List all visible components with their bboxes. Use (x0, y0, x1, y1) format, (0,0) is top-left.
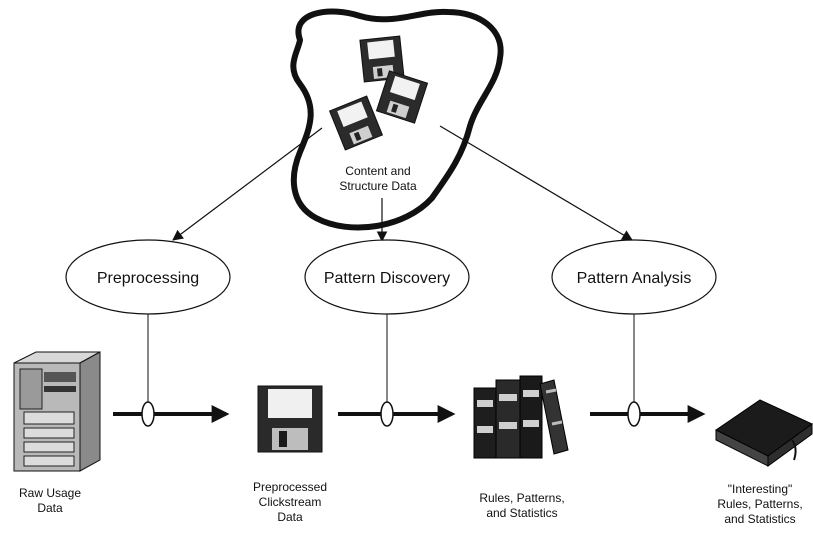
junction-3 (627, 401, 641, 427)
content-structure-cloud: Content and Structure Data (290, 8, 504, 231)
closed-book-icon (715, 399, 813, 467)
svg-text:Data: Data (37, 501, 63, 515)
svg-text:Raw Usage: Raw Usage (19, 486, 81, 500)
floppy-disk-icon (257, 385, 323, 453)
cloud-label-line2: Structure Data (339, 179, 417, 193)
svg-text:"Interesting": "Interesting" (728, 482, 793, 496)
caption-interesting-rules: "Interesting" Rules, Patterns, and Stati… (717, 482, 802, 526)
svg-text:and Statistics: and Statistics (486, 506, 557, 520)
svg-text:Rules, Patterns,: Rules, Patterns, (717, 497, 802, 511)
arrow-cloud-to-pattern-analysis (439, 125, 633, 241)
process-preprocessing: Preprocessing (65, 239, 231, 315)
process-pattern-discovery: Pattern Discovery (304, 239, 470, 315)
floppy-disks-icon (329, 35, 429, 151)
svg-text:and Statistics: and Statistics (724, 512, 795, 526)
svg-text:Preprocessed: Preprocessed (253, 480, 327, 494)
cloud-label-line1: Content and (345, 164, 410, 178)
process-label-pattern-discovery: Pattern Discovery (324, 270, 450, 287)
caption-preprocessed-clickstream: Preprocessed Clickstream Data (253, 480, 327, 524)
server-tower-icon (13, 351, 101, 472)
arrow-cloud-to-preprocessing (172, 127, 323, 241)
svg-text:Rules, Patterns,: Rules, Patterns, (479, 491, 564, 505)
caption-rules-patterns-statistics: Rules, Patterns, and Statistics (479, 491, 564, 520)
svg-text:Data: Data (277, 510, 303, 524)
svg-text:Clickstream: Clickstream (259, 495, 322, 509)
caption-raw-usage-data: Raw Usage Data (19, 486, 81, 515)
process-label-preprocessing: Preprocessing (97, 270, 199, 287)
cloud-outline (290, 8, 504, 231)
junction-1 (141, 401, 155, 427)
books-icon (473, 375, 569, 459)
process-label-pattern-analysis: Pattern Analysis (577, 270, 692, 287)
junction-2 (380, 401, 394, 427)
process-pattern-analysis: Pattern Analysis (551, 239, 717, 315)
